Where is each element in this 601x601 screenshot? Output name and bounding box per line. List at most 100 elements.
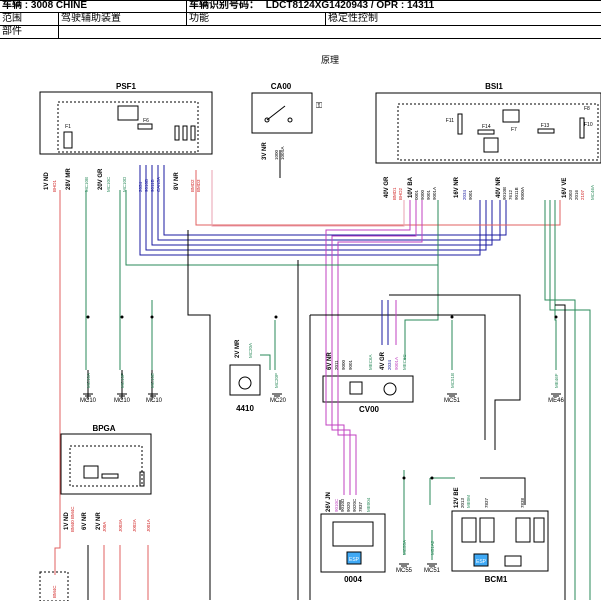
esp-badge-2: ESP [476,559,487,565]
key-icon: ⚿ [316,101,322,110]
module-0004: ESP 0004 [320,513,386,584]
wire-label: 7612 [508,189,513,200]
wire-label: 2034 [387,359,392,370]
wire-label: BHD1 [52,179,57,192]
part-label: 部件 [2,26,22,37]
relay-symbol [117,105,139,121]
wire-label: MC20A [248,343,253,358]
vin-value: LDCT8124XG1420943 / OPR : 14311 [265,0,435,11]
c0004-26v-label: 26V JN [326,492,332,512]
bsi-10v-label: 10V BA [408,176,414,198]
wire-label: 9010B [144,179,149,192]
wire-label: MC46A [590,185,595,200]
wire-label: ME46F [554,373,559,388]
header-row-part: 部件 [0,26,601,39]
wire-label: J001A [146,519,151,532]
wire-label: 7837 [484,497,489,508]
wire-label: 9011B [514,187,519,200]
bsi-16v-label: 16V NR [454,176,460,198]
wire-label: 9010B [502,187,507,200]
ca00-switch: CA00 ⚿ [251,82,322,134]
wire-label: 9020C [352,498,357,512]
ground-label: MC10 [80,398,97,404]
ca00-label: CA00 [271,82,292,91]
wire-label: 9001A [394,357,399,370]
ground-label: MC51 [444,398,461,404]
wire-label: J002A [132,519,137,532]
wire-label: MC10F [120,373,125,388]
bsi-40v-gr-label: 40V GR [384,176,390,198]
wire-label: BHD2 [398,187,403,200]
wire-label: MC10A [86,373,91,388]
wire-label: 1000 [274,149,279,160]
esp-badge-1: ESP [349,557,360,563]
wire-label: 9001 [426,189,431,200]
wire-label: 2003 [568,189,573,200]
bpga-1v-label: 1V ND [64,512,70,530]
fuse-f8-label: F8 [584,106,590,112]
wire-label: M51A2 [430,540,435,555]
wire-label: BM40 BM4C [70,506,75,532]
ground-label: MC55 [396,568,413,574]
cv00-6v-label: 6V NR [327,352,333,370]
bcm1-label: BCM1 [485,575,508,584]
wire-label: MEC6A [368,354,373,370]
wire-label: 9000A [520,187,525,200]
wire-label: MEC6C [402,353,407,370]
header-row-vehicle: 车辆 : 3008 CHINE 车辆识别号码： LDCT8124XG142094… [0,0,601,13]
cv00-4v-label: 4V GR [380,351,386,370]
bpga-6v-label: 6V NR [82,512,88,530]
function-label: 功能 [186,13,325,25]
partial-box-bottom-left [39,571,69,601]
connector-labels: 1V ND 28V MR 20V GR 8V NR 3V NR 40V GR 1… [44,142,568,530]
wire-label: MC10D [122,176,127,192]
header-row-scope: 范围 驾驶辅助装置 功能 稳定性控制 [0,13,601,26]
wire-label: MC20P [274,373,279,388]
wire-label: J003A [118,519,123,532]
psf1-label: PSF1 [116,82,137,91]
ca-3v-label: 3V NR [262,142,268,160]
psf-28v-label: 28V MR [66,168,72,190]
wire-label: 9001A [432,187,437,200]
bcm-12v-label: 12V BE [454,487,460,508]
wiring-diagram: 原理 PSF1 F1 F6 CA00 ⚿ BSI1 F11 F14 F7 F13 [39,55,601,601]
bpga-module: BPGA [60,424,152,495]
fuse-f6-symbol [137,123,153,130]
wire-label: 9010C [334,498,339,512]
bsi1-module: BSI1 F11 F14 F7 F13 F10 F8 [375,82,601,164]
scope-value: 驾驶辅助装置 [58,13,186,25]
psf-20v-label: 20V GR [98,168,104,190]
wire-label: ME0M [466,495,471,508]
ground-label: MC20 [270,398,287,404]
vin-label: 车辆识别号码： [189,0,259,11]
wire-label: BMD3 [196,179,201,192]
wire-label: BM4C [52,585,57,598]
cv00-module: CV00 [322,375,414,414]
wire-label: ME004 [366,497,371,512]
c4410-2v-label: 2V MR [235,339,241,358]
wire-label: 2034 [138,181,143,192]
wire-label: 9000 [341,359,346,370]
wire-labels: BHD1 MC10B MC10C MC10D 2034 9010B 9011B … [52,146,595,598]
wire-label: 0001 [414,189,419,200]
wire-label: 2013 [460,497,465,508]
vehicle-label: 车辆 : 3008 CHINE [2,0,88,11]
scope-label: 范围 [2,13,22,24]
bpga-label: BPGA [92,424,115,433]
part-value [58,26,601,38]
module-4410-label: 4410 [236,404,254,413]
wire-network [54,150,591,600]
wire-label: 7838 [520,497,525,508]
wire-label: MC10E [150,373,155,388]
wire-label: 7837 [358,501,363,512]
bsi-16v-ve-label: 16V VE [562,178,568,198]
fuse-f6-label: F6 [143,118,149,124]
ground-label: MC51 [424,568,441,574]
module-4410: 4410 [229,364,261,413]
wire-label: 9010D [340,498,345,512]
psf1-module: PSF1 F1 F6 [39,82,213,155]
wire-label: 100SA [280,146,285,160]
bsi-40v-label: 40V NR [496,176,502,198]
fuse-f14-label: F14 [482,124,491,130]
wire-label: J00A [102,522,107,532]
